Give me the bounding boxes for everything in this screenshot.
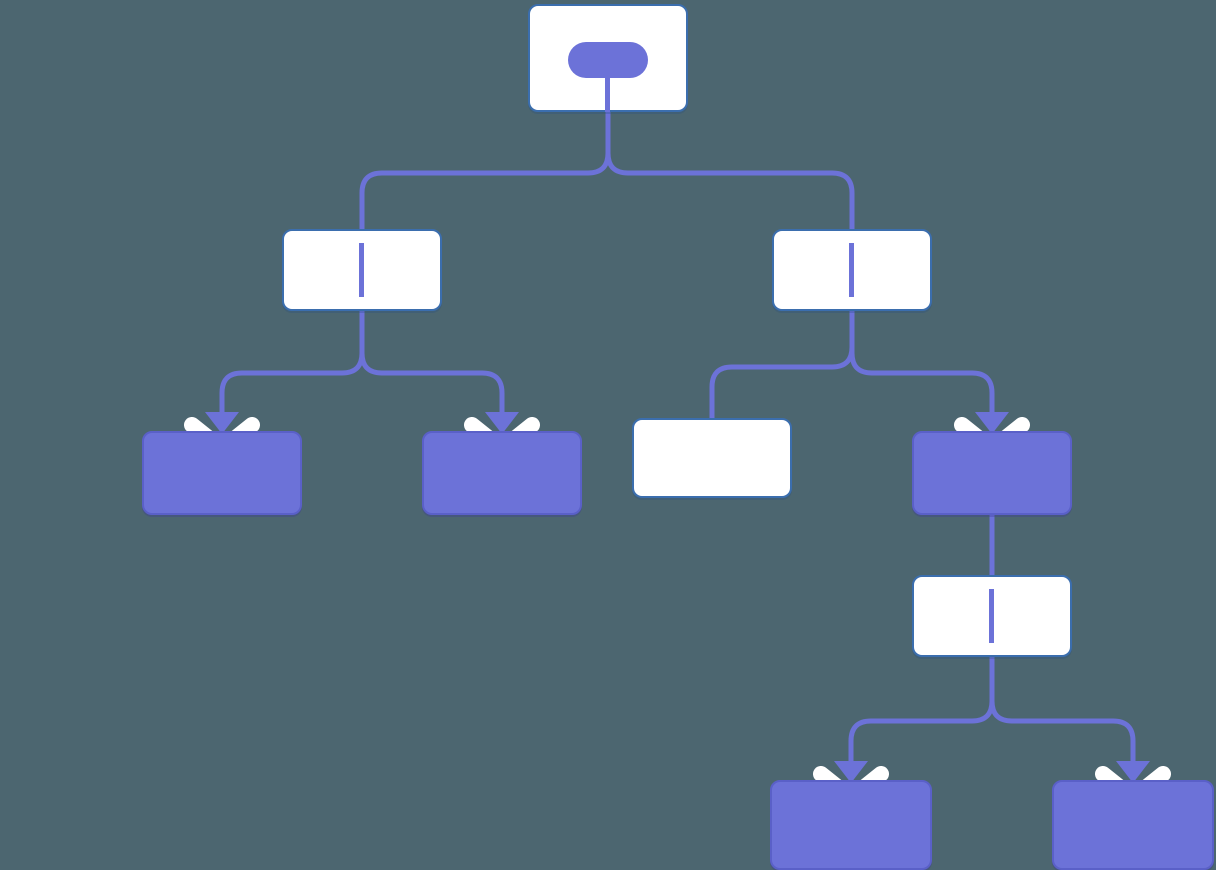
node-through-line-n-r1 xyxy=(849,243,854,297)
edge-n-l1-to-n-l2b xyxy=(359,311,505,431)
edge-n-r3-to-n-r4a xyxy=(848,657,995,780)
node-through-line-n-r3 xyxy=(989,589,994,643)
edge-root-to-n-l1 xyxy=(359,112,611,229)
edge-n-r1-to-n-r2a xyxy=(709,311,855,418)
edge-n-l1-to-n-l2a xyxy=(219,311,365,431)
node-n-l2b[interactable] xyxy=(422,431,582,515)
edge-n-r1-to-n-r2b xyxy=(849,311,995,431)
root-pill-stem xyxy=(605,74,610,112)
node-through-line-n-l1 xyxy=(359,243,364,297)
edge-n-r3-to-n-r4b xyxy=(989,657,1136,780)
node-n-r4a[interactable] xyxy=(770,780,932,870)
node-n-r2b[interactable] xyxy=(912,431,1072,515)
node-n-r4b[interactable] xyxy=(1052,780,1214,870)
root-node-pill xyxy=(568,42,648,78)
node-n-l1[interactable] xyxy=(282,229,442,311)
node-n-l2a[interactable] xyxy=(142,431,302,515)
node-n-r2a[interactable] xyxy=(632,418,792,498)
edge-root-to-n-r1 xyxy=(605,112,855,229)
